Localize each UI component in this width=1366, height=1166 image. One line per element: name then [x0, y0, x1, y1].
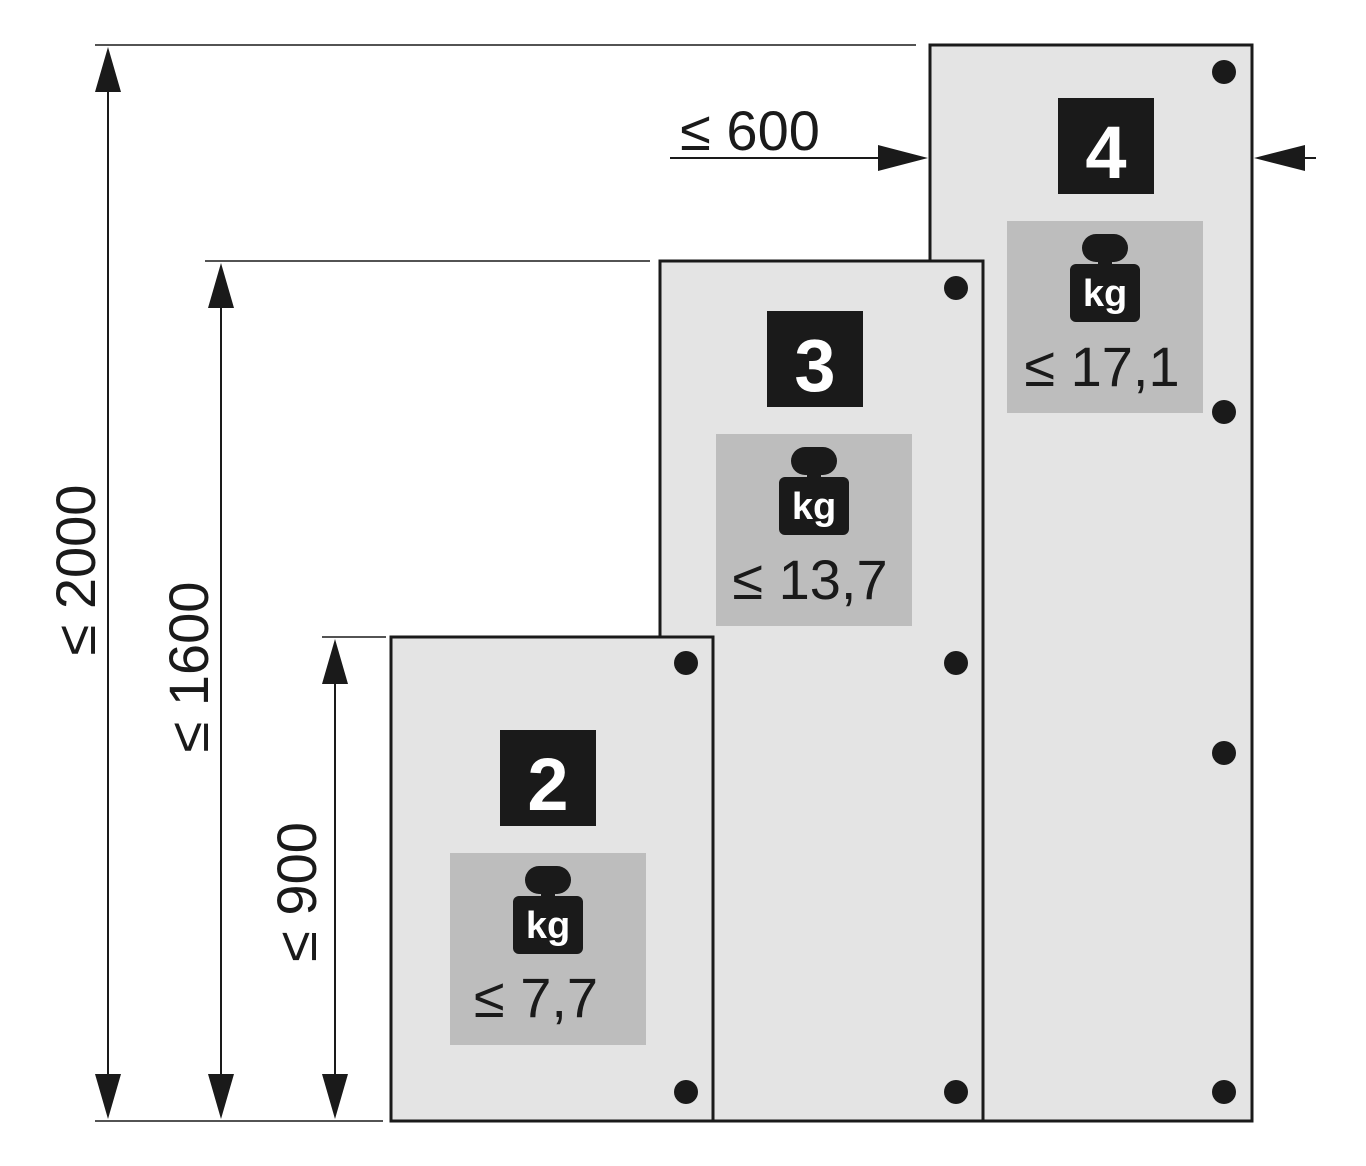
panel-4-unit: kg [1083, 273, 1127, 315]
panel-3-weight-label: ≤ 13,7 [732, 548, 887, 611]
mounting-holes-panel-4 [1212, 60, 1236, 1104]
panel-3-unit: kg [792, 486, 836, 528]
height-label-1600: ≤ 1600 [157, 582, 220, 753]
extension-lines [95, 44, 916, 1122]
panel-3-number-text: 3 [794, 324, 835, 407]
panel-2-unit: kg [526, 905, 570, 947]
mounting-holes-panel-2 [674, 651, 698, 1104]
kg-weight-icon: kg [1070, 234, 1140, 322]
height-dimension-900: ≤ 900 [265, 639, 348, 1119]
panel-4-weight-label: ≤ 17,1 [1024, 335, 1179, 398]
mounting-hole [1212, 400, 1236, 424]
panel-4-number-text: 4 [1085, 111, 1126, 194]
mounting-hole [944, 1080, 968, 1104]
mounting-hole [674, 651, 698, 675]
panel-3-number: 3 [767, 311, 863, 407]
panel-2-number-text: 2 [527, 743, 568, 826]
panel-2-number: 2 [500, 730, 596, 826]
mounting-hole [1212, 60, 1236, 84]
panel-2-weight-label: ≤ 7,7 [474, 966, 598, 1029]
mounting-hole [944, 651, 968, 675]
height-label-900: ≤ 900 [265, 822, 328, 962]
mounting-hole [1212, 741, 1236, 765]
height-label-2000: ≤ 2000 [44, 485, 107, 656]
mounting-hole [674, 1080, 698, 1104]
panel-4-weight-box: kg ≤ 17,1 [1007, 221, 1203, 413]
width-dimension-600: ≤ 600 [670, 99, 1316, 171]
kg-weight-icon: kg [779, 447, 849, 535]
panel-3-weight-box: kg ≤ 13,7 [716, 434, 912, 626]
width-label-600: ≤ 600 [680, 99, 820, 162]
panel-2-weight-box: kg ≤ 7,7 [450, 853, 646, 1045]
panel-4-number: 4 [1058, 98, 1154, 194]
kg-weight-icon: kg [513, 866, 583, 954]
mounting-hole [944, 276, 968, 300]
mounting-hole [1212, 1080, 1236, 1104]
height-dimension-1600: ≤ 1600 [157, 263, 234, 1119]
height-dimension-2000: ≤ 2000 [44, 47, 121, 1119]
mounting-holes-panel-3 [944, 276, 968, 1104]
